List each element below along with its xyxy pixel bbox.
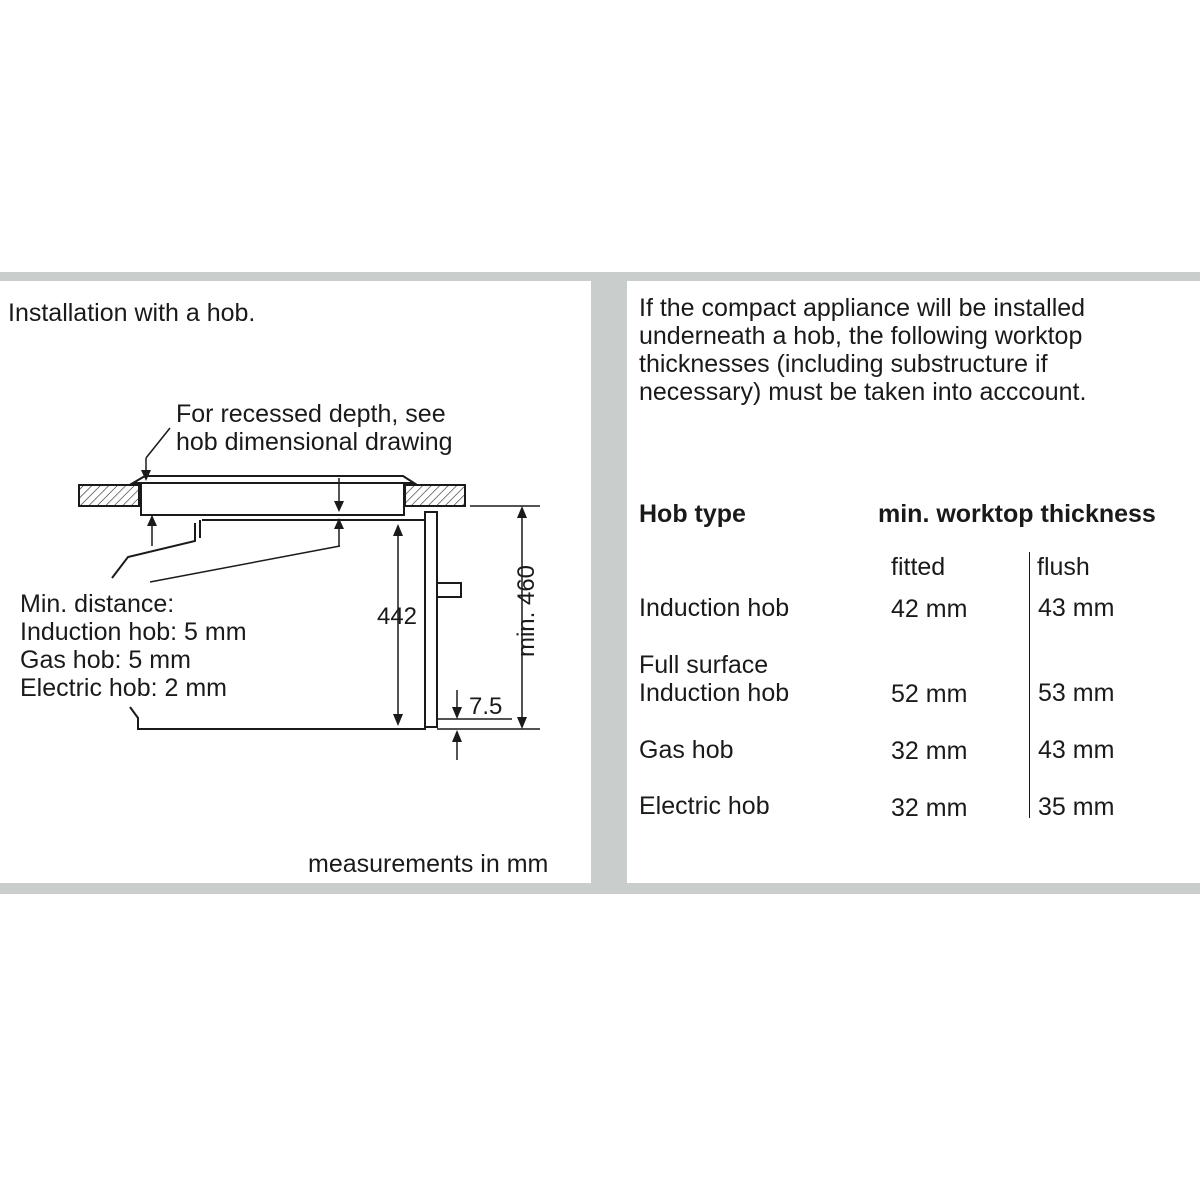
row-gas-fitted: 32 mm <box>891 737 968 765</box>
row-full-surface-flush: 53 mm <box>1038 679 1115 707</box>
panel-divider <box>591 272 627 894</box>
row-electric-flush: 35 mm <box>1038 793 1115 821</box>
row-induction-flush: 43 mm <box>1038 594 1115 622</box>
min-distance-electric: Electric hob: 2 mm <box>20 674 228 702</box>
installation-title: Installation with a hob. <box>8 299 256 327</box>
appliance-knob <box>436 582 462 598</box>
min-distance-heading: Min. distance: <box>20 590 175 618</box>
worktop-left <box>78 484 140 507</box>
row-induction-type: Induction hob <box>639 594 790 622</box>
intro-line-3: thicknesses (including substructure if <box>639 350 1048 378</box>
recess-callout-line-2: hob dimensional drawing <box>176 428 453 456</box>
row-full-surface-type-2: Induction hob <box>639 679 790 707</box>
col-min-thickness: min. worktop thickness <box>878 500 1156 528</box>
dim-75-label: 7.5 <box>469 693 502 720</box>
appliance-outline <box>129 511 438 730</box>
dim-460-label: min. 460 <box>513 565 540 657</box>
min-distance-gas: Gas hob: 5 mm <box>20 646 191 674</box>
row-gas-type: Gas hob <box>639 736 734 764</box>
row-induction-fitted: 42 mm <box>891 595 968 623</box>
sub-flush: flush <box>1037 553 1090 581</box>
hob-top <box>129 475 418 484</box>
row-electric-type: Electric hob <box>639 792 770 820</box>
recess-callout-line-1: For recessed depth, see <box>176 400 446 428</box>
row-gas-flush: 43 mm <box>1038 736 1115 764</box>
fitted-flush-divider <box>1029 552 1030 818</box>
row-full-surface-type-1: Full surface <box>639 651 769 679</box>
intro-line-4: necessary) must be taken into acccount. <box>639 378 1087 406</box>
min-distance-induction: Induction hob: 5 mm <box>20 618 247 646</box>
row-electric-fitted: 32 mm <box>891 794 968 822</box>
col-hob-type: Hob type <box>639 500 746 528</box>
intro-line-1: If the compact appliance will be install… <box>639 294 1086 322</box>
row-full-surface-fitted: 52 mm <box>891 680 968 708</box>
measurements-footer: measurements in mm <box>308 850 549 878</box>
hob-body <box>140 482 405 516</box>
dim-442-label: 442 <box>377 603 417 630</box>
intro-line-2: underneath a hob, the following worktop <box>639 322 1083 350</box>
sub-fitted: fitted <box>891 553 946 581</box>
worktop-right <box>404 484 466 507</box>
